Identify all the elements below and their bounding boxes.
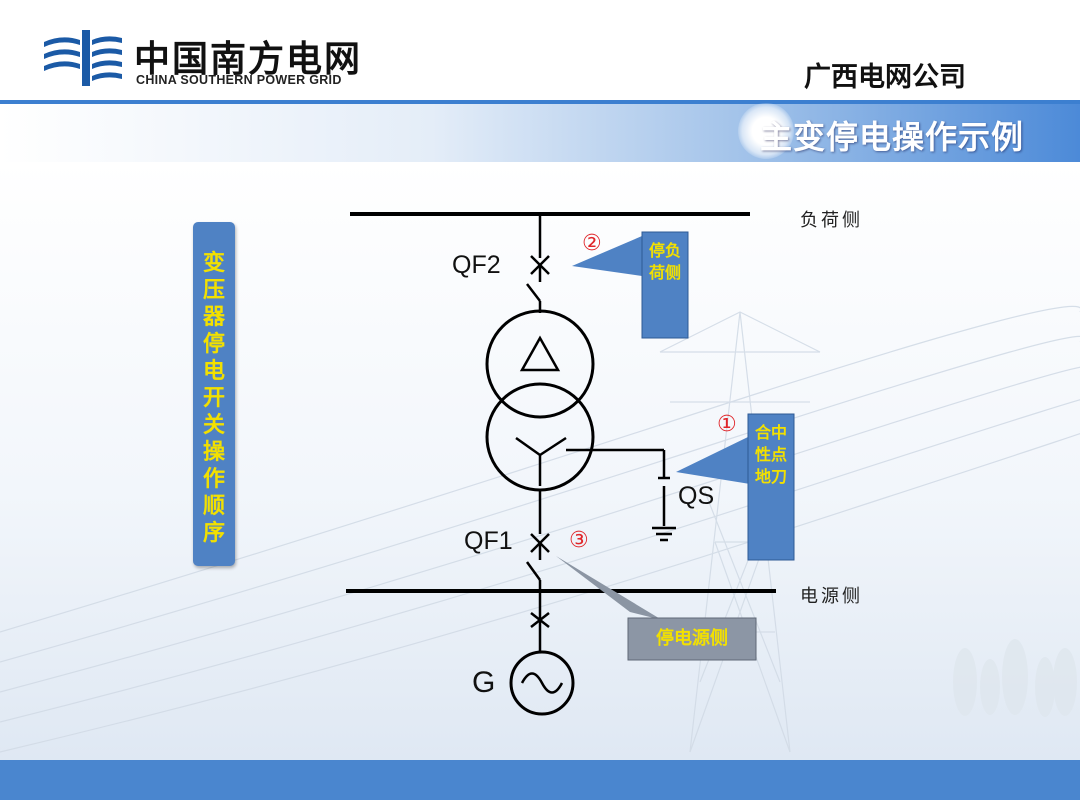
title-band bbox=[0, 104, 1080, 162]
logo-chinese-text: 中国南方电网 bbox=[134, 39, 363, 80]
transformer-symbol bbox=[485, 309, 595, 492]
callout-close-neutral-ground bbox=[676, 413, 795, 561]
company-name: 广西电网公司 bbox=[804, 62, 966, 93]
step-number-1: ① bbox=[717, 412, 737, 437]
step-number-3: ③ bbox=[569, 528, 589, 553]
footer-line bbox=[0, 800, 1080, 810]
title-glow bbox=[738, 103, 794, 159]
qf2-label: QF2 bbox=[452, 251, 501, 279]
neutral-ground-switch bbox=[566, 448, 676, 542]
callout-stop-load-side-text: 停负荷侧 bbox=[648, 241, 681, 282]
callout-stop-source-side-text: 停电源侧 bbox=[656, 628, 728, 649]
csg-logo-icon bbox=[44, 30, 122, 86]
callout-close-neutral-ground-text: 合中性点地刀 bbox=[754, 423, 787, 486]
generator-symbol bbox=[509, 650, 575, 716]
operation-sequence-text: 变压器停电开关操作顺序 bbox=[202, 251, 225, 546]
load-side-label: 负荷侧 bbox=[800, 210, 863, 231]
qs-label: QS bbox=[678, 482, 715, 510]
header-divider bbox=[0, 100, 1080, 104]
callout-stop-load-side bbox=[572, 231, 689, 339]
operation-sequence-label: 变压器停电开关操作顺序 bbox=[193, 222, 235, 566]
slide-title: 主变停电操作示例 bbox=[760, 118, 1025, 156]
qf1-label: QF1 bbox=[464, 527, 513, 555]
step-number-2: ② bbox=[582, 231, 602, 256]
generator-feeder bbox=[530, 591, 550, 652]
header: 中国南方电网 CHINA SOUTHERN POWER GRID 广西电网公司 bbox=[0, 0, 1080, 102]
logo-english-text: CHINA SOUTHERN POWER GRID bbox=[136, 73, 342, 87]
source-side-label: 电源侧 bbox=[800, 586, 863, 607]
qf2-breaker-symbol bbox=[526, 255, 550, 313]
callout-stop-source-side bbox=[556, 556, 757, 661]
generator-label: G bbox=[472, 666, 496, 699]
qf1-breaker-symbol bbox=[525, 490, 550, 591]
